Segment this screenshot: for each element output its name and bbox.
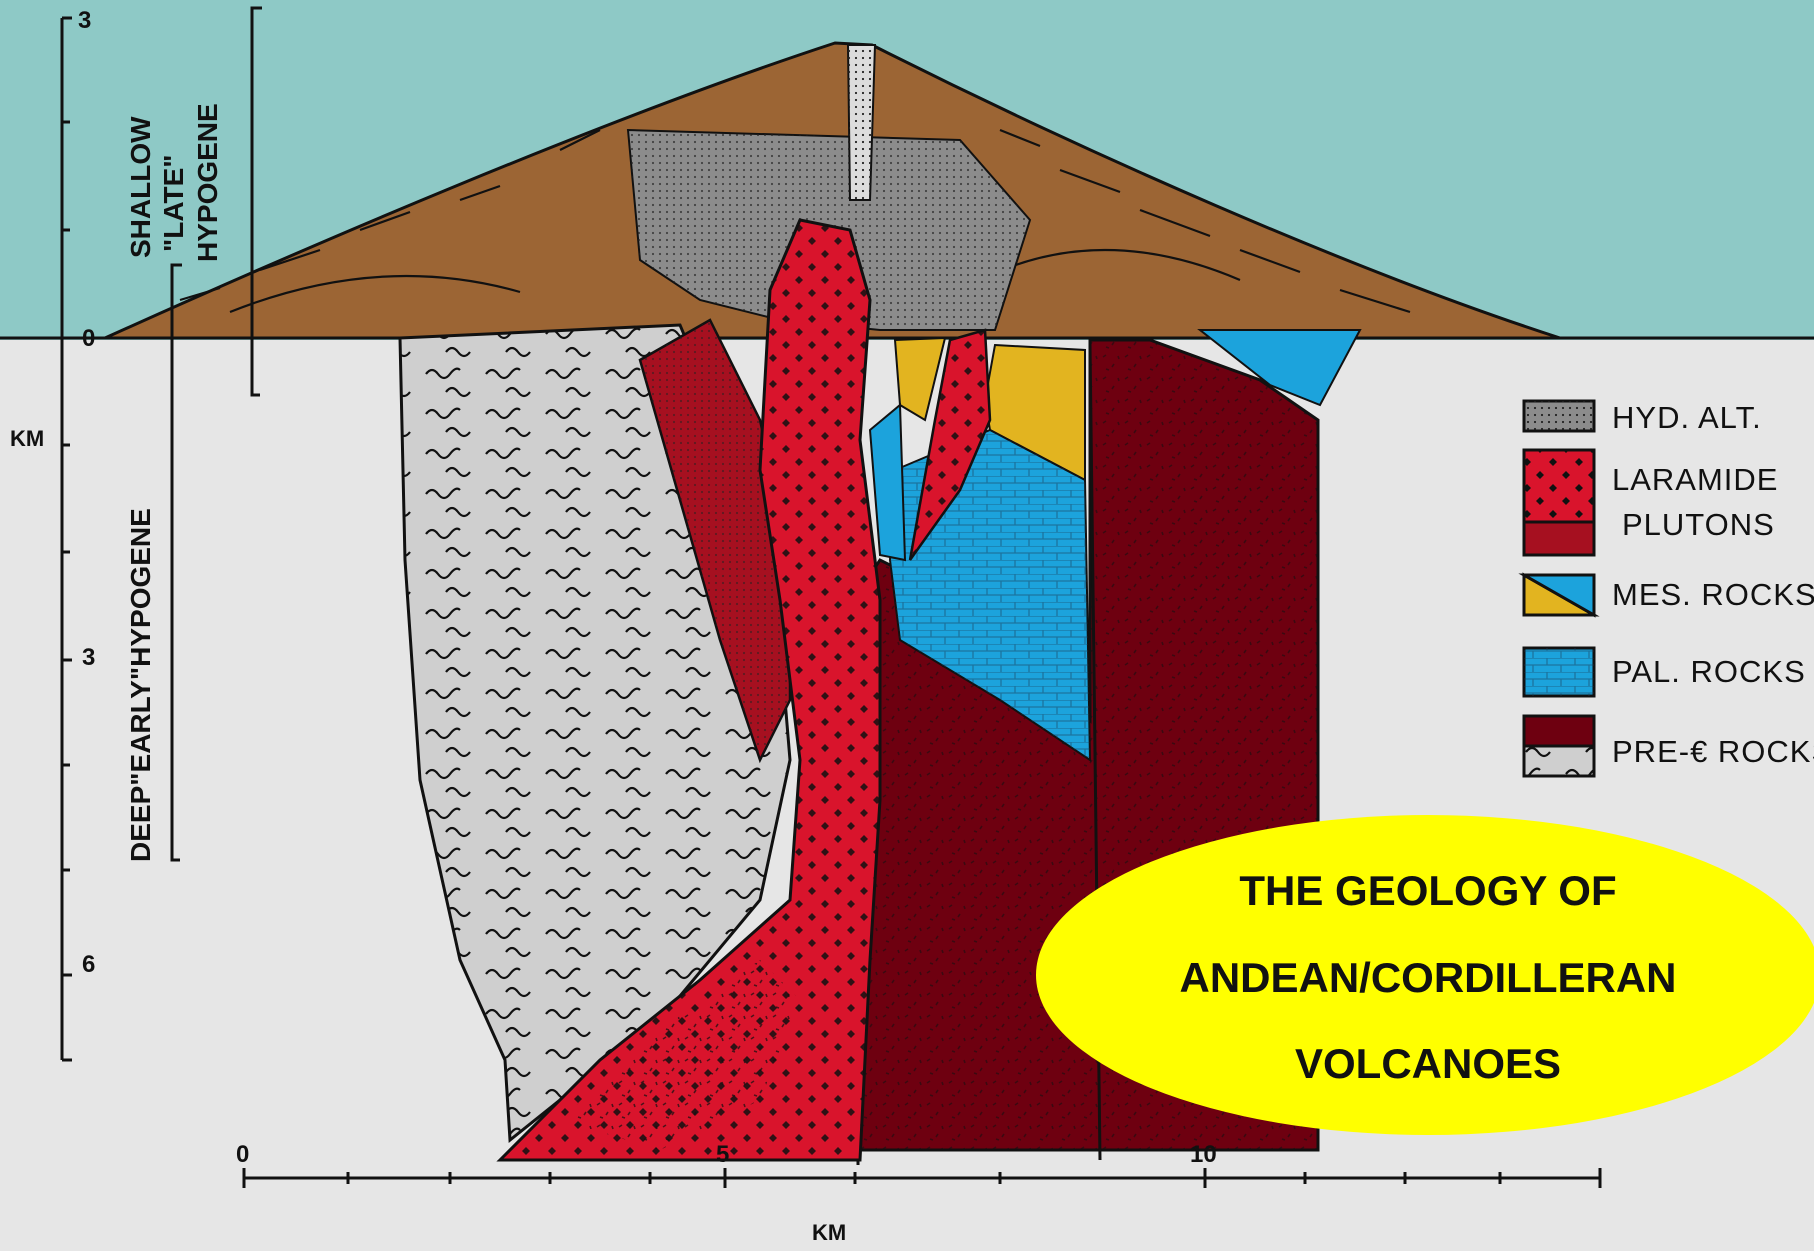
legend-swatch-prec-dark bbox=[1524, 716, 1594, 746]
svg-text:SHALLOW: SHALLOW bbox=[125, 116, 156, 258]
legend-label-hyd: HYD. ALT. bbox=[1612, 400, 1762, 435]
svg-text:HYPOGENE: HYPOGENE bbox=[192, 103, 223, 262]
deep-zone-label: DEEP"EARLY"HYPOGENE bbox=[125, 508, 156, 862]
legend-swatch-prec-gray-texture bbox=[1524, 746, 1594, 776]
vscale-tick-top: 3 bbox=[78, 7, 91, 34]
late-zone-label: "LATE" bbox=[158, 154, 189, 252]
hscale-tick-5: 5 bbox=[716, 1141, 729, 1168]
legend-label-laramide-2: PLUTONS bbox=[1622, 507, 1775, 542]
title-line-3: VOLCANOES bbox=[1295, 1040, 1561, 1087]
title-line-1: THE GEOLOGY OF bbox=[1239, 867, 1616, 914]
legend-swatch-pal-texture bbox=[1524, 648, 1594, 696]
legend-label-laramide-1: LARAMIDE bbox=[1612, 462, 1778, 497]
title-line-2: ANDEAN/CORDILLERAN bbox=[1180, 954, 1677, 1001]
shallow-zone-label: SHALLOW bbox=[125, 116, 156, 258]
hscale-unit: KM bbox=[812, 1220, 846, 1245]
legend-swatch-laramide-dark bbox=[1524, 522, 1594, 555]
vscale-tick-3: 3 bbox=[82, 644, 95, 671]
hscale-tick-10: 10 bbox=[1190, 1141, 1217, 1168]
vscale-unit: KM bbox=[10, 426, 44, 451]
legend-label-pal: PAL. ROCKS bbox=[1612, 654, 1806, 689]
hypogene-shallow-label: HYPOGENE bbox=[192, 103, 223, 262]
vscale-tick-6: 6 bbox=[82, 951, 95, 978]
svg-text:"LATE": "LATE" bbox=[158, 154, 189, 252]
svg-text:DEEP"EARLY"HYPOGENE: DEEP"EARLY"HYPOGENE bbox=[125, 508, 156, 862]
legend-label-mes: MES. ROCKS bbox=[1612, 577, 1814, 612]
vscale-tick-zero: 0 bbox=[82, 325, 95, 352]
hscale-tick-0: 0 bbox=[236, 1141, 249, 1168]
legend-swatch-hyd-texture bbox=[1524, 401, 1594, 431]
legend-label-prec: PRE-€ ROCKS bbox=[1612, 734, 1814, 769]
